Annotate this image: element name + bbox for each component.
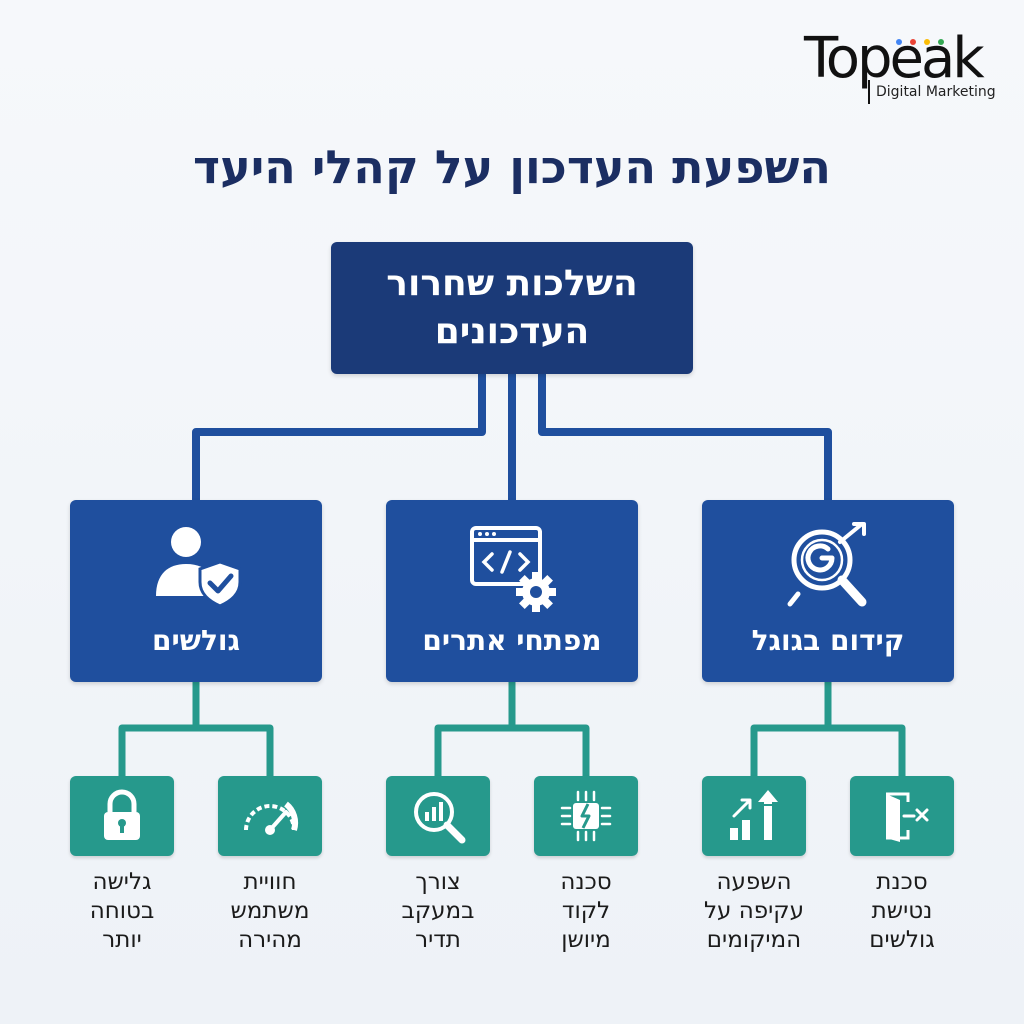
leaf-outdated-code: [534, 776, 638, 856]
connector-root-google: [538, 374, 832, 500]
connector-root-users: [192, 374, 486, 500]
broken-chip-icon: [560, 790, 612, 842]
category-developers: מפתחי אתרים: [386, 500, 638, 682]
category-google-label: קידום בגוגל: [751, 624, 905, 657]
category-developers-label: מפתחי אתרים: [422, 624, 602, 657]
leaf-user-abandonment: [850, 776, 954, 856]
logo-divider: [868, 80, 870, 104]
leaf-monitoring-label: צורך במעקב תדיר: [401, 869, 475, 953]
user-shield-icon: [156, 527, 242, 608]
logo-tagline: Digital Marketing: [876, 84, 996, 100]
category-google: קידום בגוגל: [702, 500, 954, 682]
code-window-gear-icon: [470, 526, 556, 612]
google-search-target-icon: [787, 522, 867, 607]
logo-dot-yellow: [924, 39, 930, 45]
growth-arrows-chart-icon: [730, 790, 778, 840]
connector-users-leaves: [118, 682, 274, 776]
logo-dots: [896, 30, 956, 45]
magnifier-chart-icon: [414, 792, 466, 844]
logo-dot-green: [938, 39, 944, 45]
root-node: השלכות שחרור העדכונים: [331, 242, 693, 374]
leaf-indirect-rankings: [702, 776, 806, 856]
page-title: השפעת העדכון על קהלי היעד: [193, 140, 831, 194]
root-node-label: השלכות שחרור העדכונים: [386, 263, 638, 352]
exit-door-icon: [886, 792, 929, 842]
leaf-indirect-rankings-label: השפעה עקיפה על המיקומים: [703, 869, 805, 953]
brand-logo: Topeak Digital Marketing: [800, 22, 1005, 107]
connector-google-leaves: [750, 682, 906, 776]
logo-dot-red: [910, 39, 916, 45]
category-users: גולשים: [70, 500, 322, 682]
leaf-safer-browsing: [70, 776, 174, 856]
leaf-monitoring: [386, 776, 490, 856]
connector-developers-leaves: [434, 682, 590, 776]
speedometer-icon: [244, 801, 299, 835]
leaf-safer-browsing-label: גלישה בטוחה יותר: [89, 869, 155, 953]
padlock-icon: [104, 789, 140, 840]
leaf-outdated-code-label: סכנה לקוד מיושן: [560, 869, 612, 953]
leaf-fast-experience-label: חוויית משתמש מהירה: [230, 869, 310, 953]
category-users-label: גולשים: [151, 624, 241, 657]
leaf-fast-experience: [218, 776, 322, 856]
logo-wordmark: Topeak: [804, 26, 985, 91]
leaf-user-abandonment-label: סכנת נטישת גולשים: [869, 869, 935, 953]
logo-dot-blue: [896, 39, 902, 45]
